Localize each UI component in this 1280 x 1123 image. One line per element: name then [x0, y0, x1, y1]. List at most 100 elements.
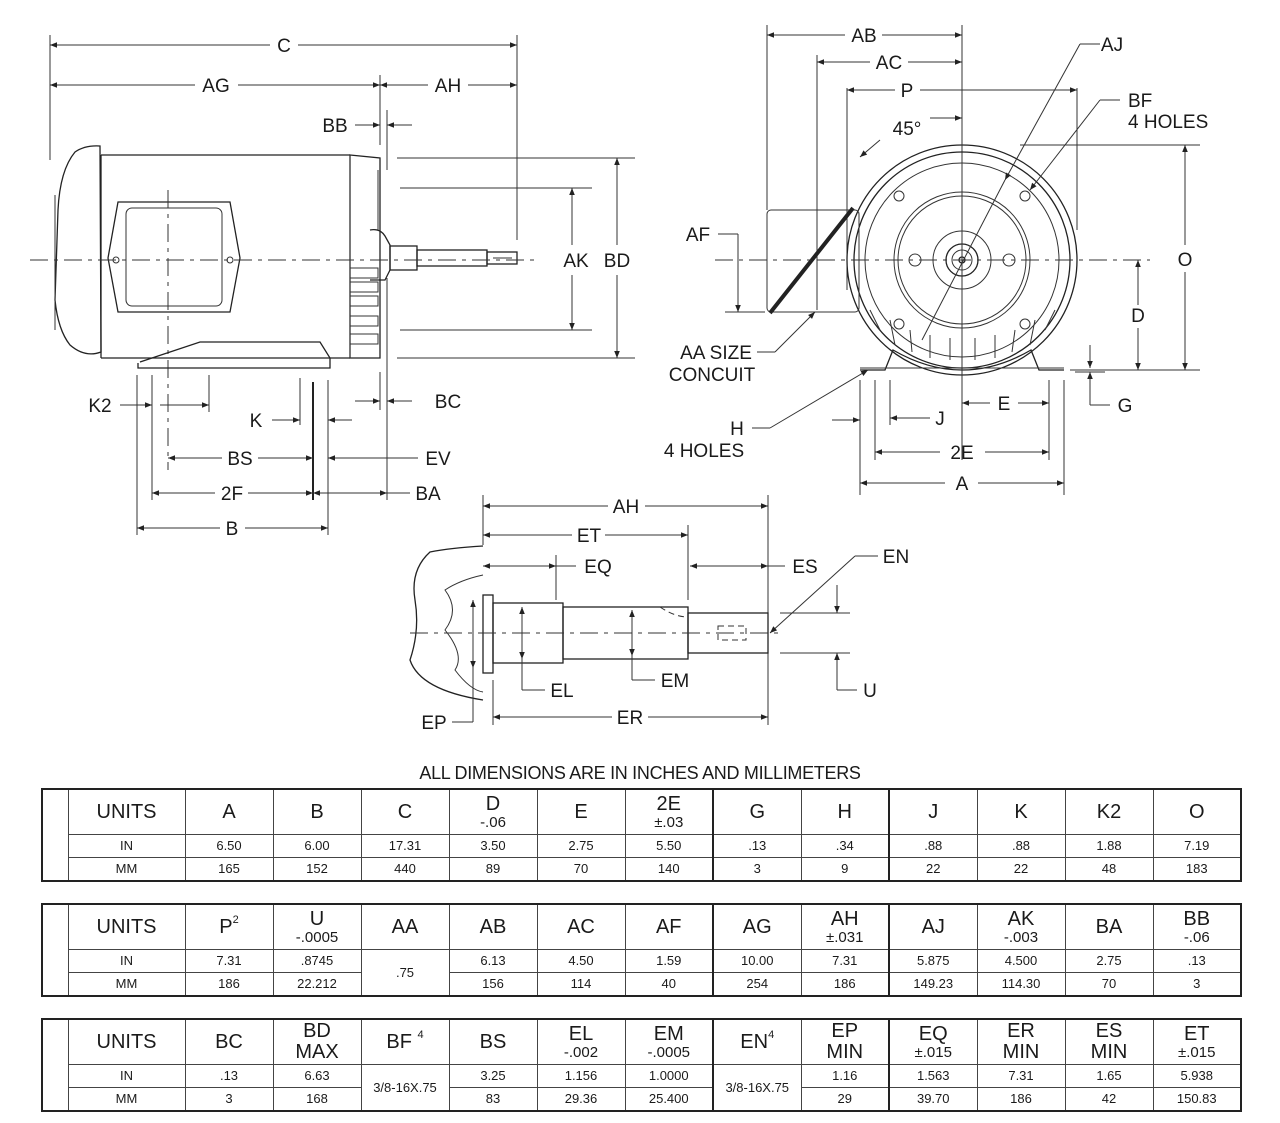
- dim-label-ag: AG: [202, 76, 229, 97]
- header-em: EM-.0005: [624, 1018, 714, 1065]
- table-row-in: IN 6.50 6.00 17.31 3.50 2.75 5.50 .13 .3…: [42, 834, 1242, 858]
- cell: .34: [800, 834, 890, 858]
- cell: 22: [888, 857, 978, 882]
- header-ab: AB: [448, 903, 538, 950]
- shaft-label-ah: AH: [613, 497, 639, 518]
- dim-label-k2: K2: [88, 396, 111, 417]
- table-header-row: UNITS A B C D-.06 E 2E±.03 G H J K K2 O: [41, 788, 1242, 882]
- motor-dimension-drawing: C AG AH BB: [30, 25, 1208, 734]
- cell: 152: [272, 857, 362, 882]
- cell: 186: [800, 972, 890, 997]
- header-eq: EQ±.015: [888, 1018, 978, 1065]
- header-en: EN4: [712, 1018, 802, 1065]
- header-units: UNITS: [67, 903, 186, 950]
- header-aj: AJ: [888, 903, 978, 950]
- dim-label-ac: AC: [876, 53, 902, 74]
- cell: 83: [448, 1087, 538, 1112]
- header-ac: AC: [536, 903, 626, 950]
- cell-aa-merged: .75: [360, 949, 450, 997]
- cell: 7.19: [1152, 834, 1242, 858]
- cell: 149.23: [888, 972, 978, 997]
- dimension-table-1: UNITS A B C D-.06 E 2E±.03 G H J K K2 O …: [41, 788, 1242, 882]
- cell: 186: [976, 1087, 1066, 1112]
- table-row-mm: MM 165 152 440 89 70 140 3 9 22 22 48 18…: [42, 857, 1242, 882]
- dim-label-e: E: [998, 394, 1011, 415]
- cell-bf-merged: 3/8-16X.75: [360, 1064, 450, 1112]
- dim-label-af: AF: [686, 225, 710, 246]
- cell: 70: [1064, 972, 1154, 997]
- header-aa: AA: [360, 903, 450, 950]
- dim-label-o: O: [1178, 250, 1193, 271]
- cell: 89: [448, 857, 538, 882]
- cell: 5.875: [888, 949, 978, 973]
- header-h: H: [800, 788, 890, 835]
- shaft-label-er: ER: [617, 708, 643, 729]
- header-bb: BB-.06: [1152, 903, 1242, 950]
- dim-label-g: G: [1118, 396, 1133, 417]
- cell: 17.31: [360, 834, 450, 858]
- shaft-label-u: U: [863, 681, 877, 702]
- header-units: UNITS: [67, 1018, 186, 1065]
- side-view: C AG AH BB: [30, 35, 635, 540]
- cell: 140: [624, 857, 714, 882]
- cell: 156: [448, 972, 538, 997]
- cell: 1.16: [800, 1064, 890, 1088]
- cell: .88: [976, 834, 1066, 858]
- header-d: D-.06: [448, 788, 538, 835]
- dim-label-ab: AB: [851, 26, 876, 47]
- header-units: UNITS: [67, 788, 186, 835]
- cell: 3: [1152, 972, 1242, 997]
- cell: 4.500: [976, 949, 1066, 973]
- cell: 22: [976, 857, 1066, 882]
- cell: 3: [712, 857, 802, 882]
- dim-label-c: C: [277, 36, 291, 57]
- header-ba: BA: [1064, 903, 1154, 950]
- cell: 254: [712, 972, 802, 997]
- cell: 3.50: [448, 834, 538, 858]
- cell: .8745: [272, 949, 362, 973]
- dim-note-h-holes: 4 HOLES: [664, 441, 744, 462]
- cell: 440: [360, 857, 450, 882]
- header-bs: BS: [448, 1018, 538, 1065]
- cell: 6.50: [184, 834, 274, 858]
- dim-label-bf: BF: [1128, 91, 1152, 112]
- cell: 168: [272, 1087, 362, 1112]
- cell: 48: [1064, 857, 1154, 882]
- shaft-label-ep: EP: [421, 713, 446, 734]
- cell: 1.0000: [624, 1064, 714, 1088]
- dim-label-ev: EV: [425, 449, 451, 470]
- dim-label-ah: AH: [435, 76, 461, 97]
- header-ag: AG: [712, 903, 802, 950]
- cell: 6.63: [272, 1064, 362, 1088]
- dim-label-bd: BD: [604, 251, 630, 272]
- cell: 70: [536, 857, 626, 882]
- shaft-label-en: EN: [883, 547, 909, 568]
- cell: 39.70: [888, 1087, 978, 1112]
- cell: 1.563: [888, 1064, 978, 1088]
- header-b: B: [272, 788, 362, 835]
- table-row-mm: MM 186 22.212 156 114 40 254 186 149.23 …: [42, 972, 1242, 997]
- header-af: AF: [624, 903, 714, 950]
- cell: 1.88: [1064, 834, 1154, 858]
- cell: 29.36: [536, 1087, 626, 1112]
- header-bc: BC: [184, 1018, 274, 1065]
- dim-label-a: A: [956, 474, 969, 495]
- dim-label-2f: 2F: [221, 484, 243, 505]
- cell-en-merged: 3/8-16X.75: [712, 1064, 802, 1112]
- dim-label-aa-size: AA SIZE: [680, 343, 752, 364]
- cell: IN: [67, 949, 186, 973]
- header-k: K: [976, 788, 1066, 835]
- dim-label-aa-conduit: CONCUIT: [669, 365, 756, 386]
- cell: 10.00: [712, 949, 802, 973]
- dim-label-d: D: [1131, 306, 1145, 327]
- dim-label-h: H: [730, 419, 744, 440]
- header-u: U-.0005: [272, 903, 362, 950]
- cell: 3.25: [448, 1064, 538, 1088]
- cell: 150.83: [1152, 1087, 1242, 1112]
- cell: MM: [67, 972, 186, 997]
- shaft-label-el: EL: [550, 681, 573, 702]
- cell: 42: [1064, 1087, 1154, 1112]
